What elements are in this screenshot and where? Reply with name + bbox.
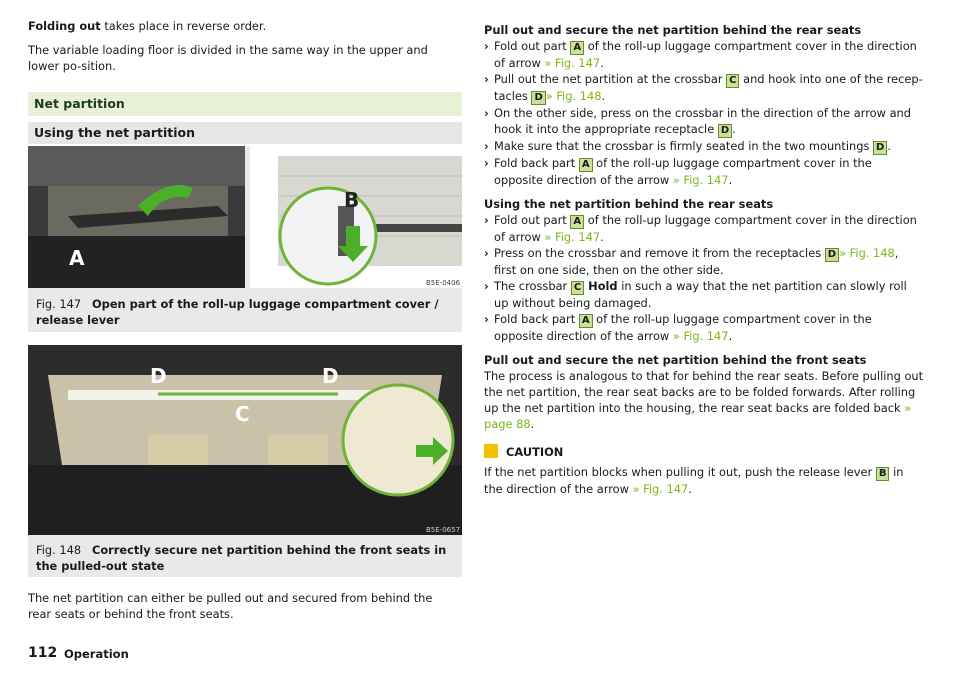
step: ›Fold out part A of the roll-up luggage … (484, 213, 917, 244)
caution-icon (484, 444, 498, 458)
heading-rear-seats: Pull out and secure the net partition be… (484, 23, 862, 37)
figure-link[interactable]: » Fig. 147 (672, 329, 729, 343)
page-link[interactable]: » page 88 (484, 401, 912, 431)
figure-147-caption: Fig. 147 Open part of the roll-up luggag… (36, 297, 439, 327)
step: ›Fold back part A of the roll-up luggage… (484, 312, 872, 343)
step: ›On the other side, press on the crossba… (484, 106, 911, 138)
marker-b: B (344, 188, 360, 212)
step: ›Make sure that the crossbar is firmly s… (484, 139, 891, 155)
para-loading-floor: The variable loading floor is divided in… (28, 43, 428, 73)
step: ›Pull out the net partition at the cross… (484, 72, 923, 105)
caution-heading: CAUTION (484, 444, 924, 460)
left-column: Folding out takes place in reverse order… (28, 18, 462, 144)
figure-link[interactable]: » Fig. 147 (544, 230, 601, 244)
step: ›The crossbar C Hold in such a way that … (484, 279, 907, 310)
figure-147-image (28, 146, 462, 288)
figure-link[interactable]: » Fig. 148 (545, 89, 602, 103)
right-column: Pull out and secure the net partition be… (484, 22, 924, 497)
para-folding-out: Folding out takes place in reverse order… (28, 19, 267, 33)
figure-link[interactable]: » Fig. 147 (672, 173, 729, 187)
heading-front-seats: Pull out and secure the net partition be… (484, 353, 867, 367)
figure-link[interactable]: » Fig. 147 (544, 56, 601, 70)
marker-d-left: D (150, 364, 167, 388)
figure-147: A B B5E-0406 Fig. 147 Open part of the r… (28, 146, 462, 332)
page-number: 112 (28, 645, 58, 661)
section-name: Operation (64, 647, 129, 661)
step: ›Fold out part A of the roll-up luggage … (484, 39, 917, 70)
figure-link[interactable]: » Fig. 147 (632, 482, 689, 496)
figure-code: B5E-0406 (426, 279, 461, 287)
marker-d-right: D (322, 364, 339, 388)
para-net-partition: The net partition can either be pulled o… (28, 591, 433, 621)
step: ›Fold back part A of the roll-up luggage… (484, 156, 872, 187)
para-front-seats: The process is analogous to that for beh… (484, 369, 924, 431)
section-heading: Net partition (28, 92, 462, 116)
figure-148-caption: Fig. 148 Correctly secure net partition … (36, 543, 447, 573)
heading-using-rear: Using the net partition behind the rear … (484, 197, 774, 211)
subsection-heading: Using the net partition (28, 122, 462, 144)
step: ›Press on the crossbar and remove it fro… (484, 246, 899, 277)
figure-link[interactable]: » Fig. 148 (839, 246, 895, 260)
caution-text: If the net partition blocks when pulling… (484, 465, 904, 496)
figure-code: B5E-0657 (426, 526, 461, 534)
figure-148: D D C B5E-0657 Fig. 148 Correctly secure… (28, 345, 462, 577)
figure-148-image (28, 345, 462, 535)
marker-a: A (69, 246, 85, 270)
marker-c: C (235, 402, 250, 426)
